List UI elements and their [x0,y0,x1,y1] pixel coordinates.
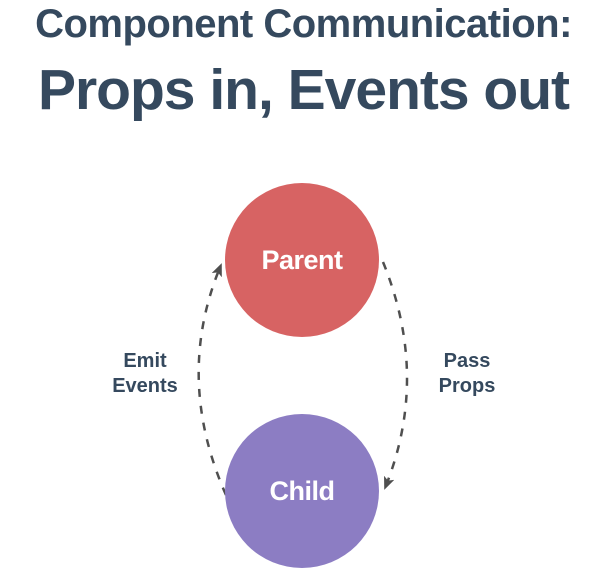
child-node: Child [225,414,379,568]
pass-props-label-line-1: Pass [443,350,491,372]
page-title: Component Communication: Props in, Event… [0,0,607,122]
pass-props-arrow [381,261,409,490]
parent-node-label: Parent [261,244,343,275]
title-line-2: Props in, Events out [37,58,570,122]
emit-events-arrow [197,263,228,496]
parent-node: Parent [225,183,379,337]
child-node-label: Child [269,475,336,506]
emit-events-label-line-2: Events [112,375,178,397]
pass-props-label-line-2: Props [438,375,496,397]
pass-props-label: Pass Props [412,349,522,399]
emit-events-label-line-1: Emit [123,350,167,372]
title-line-1: Component Communication: [35,2,572,46]
emit-events-label: Emit Events [90,349,200,399]
